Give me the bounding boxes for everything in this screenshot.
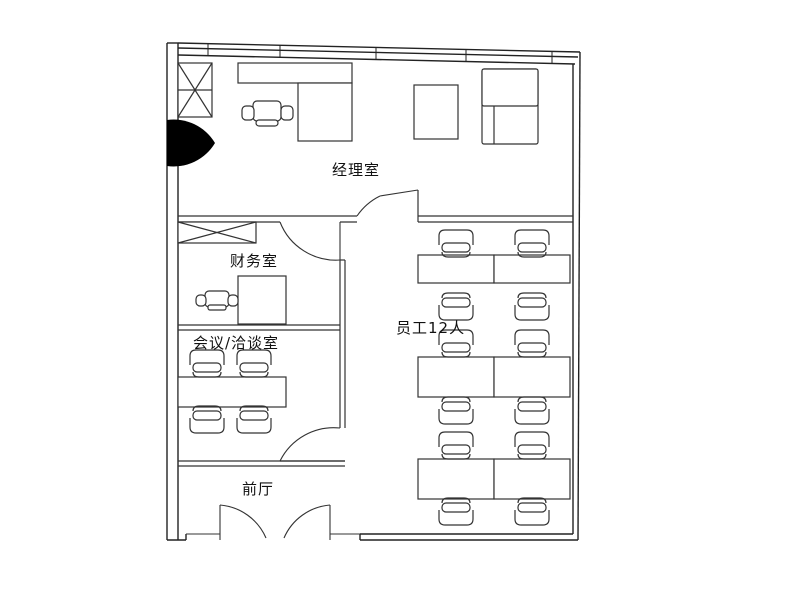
desk-icon xyxy=(493,356,571,398)
desk-icon xyxy=(493,254,571,284)
staff-furniture xyxy=(417,230,571,526)
desk-icon xyxy=(237,62,353,142)
cabinet-icon xyxy=(177,62,213,118)
window-marks xyxy=(207,44,553,63)
finance-furniture xyxy=(177,221,287,325)
desk-icon xyxy=(417,356,495,398)
chair-icon xyxy=(195,290,239,311)
chair-icon xyxy=(241,100,294,127)
meeting-furniture xyxy=(177,350,287,434)
cabinet-icon xyxy=(177,221,257,244)
room-label-finance: 财务室 xyxy=(230,252,279,270)
room-label-staff: 员工12人 xyxy=(396,319,466,337)
room-label-lobby: 前厅 xyxy=(242,480,275,498)
interior-walls xyxy=(178,190,573,467)
door-swing-icon xyxy=(186,189,419,540)
desk-icon xyxy=(237,275,287,325)
desk-icon xyxy=(417,254,495,284)
coffee-table xyxy=(413,84,459,140)
column-icon xyxy=(167,119,215,167)
manager-furniture xyxy=(177,62,539,145)
sofa-icon xyxy=(481,68,539,145)
meeting-table xyxy=(177,376,287,408)
desk-icon xyxy=(417,458,495,500)
room-label-manager: 经理室 xyxy=(332,161,381,179)
desk-icon xyxy=(493,458,571,500)
room-label-meeting: 会议/洽谈室 xyxy=(193,334,280,352)
